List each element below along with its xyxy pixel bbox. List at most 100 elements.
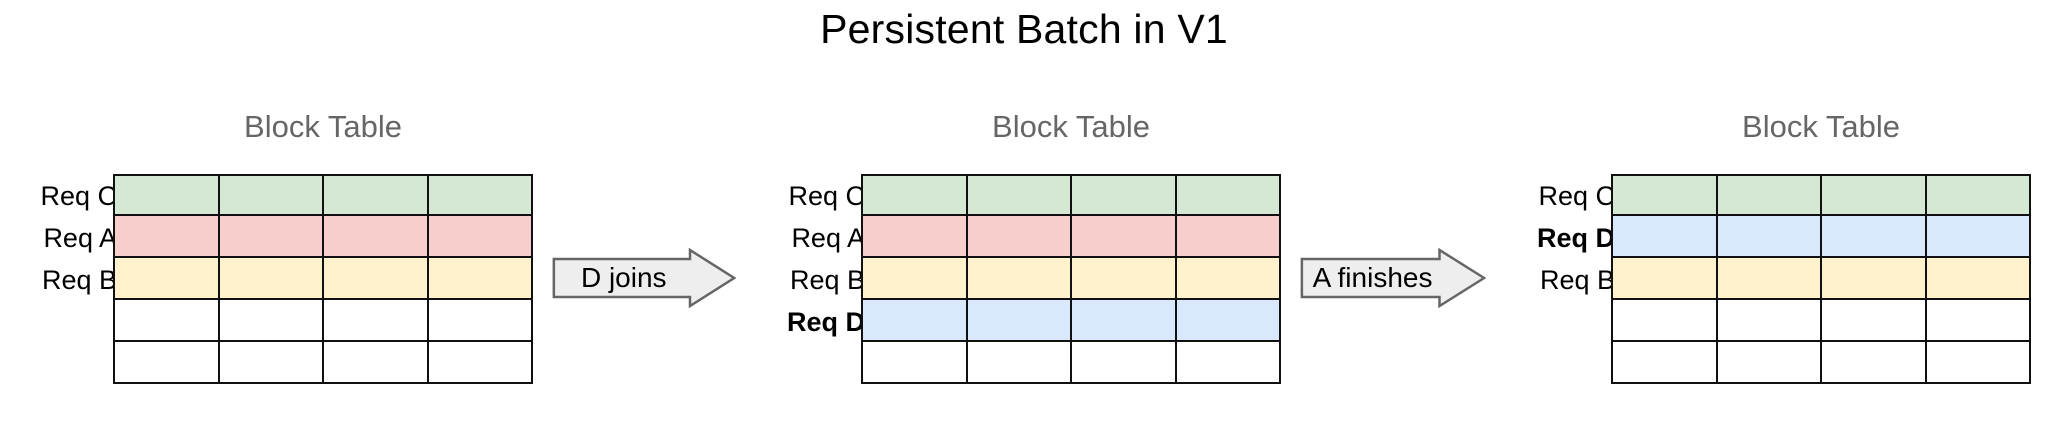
block-cell <box>1174 340 1281 384</box>
row-cells <box>1611 214 2031 260</box>
row-cells <box>861 256 1281 302</box>
block-cell <box>1715 174 1822 218</box>
row-cells <box>113 214 533 260</box>
row-cells <box>1611 174 2031 218</box>
block-table: Req C Req A Req B Req D <box>748 174 1293 386</box>
block-cell <box>861 256 968 300</box>
transition-arrow: D joins <box>552 248 736 308</box>
row-label: Req D <box>786 307 865 337</box>
row-cells <box>861 214 1281 260</box>
block-cell <box>322 298 429 342</box>
block-cell <box>1070 214 1177 258</box>
row-cells <box>113 174 533 218</box>
arrow-shape <box>1300 248 1486 308</box>
block-cell <box>1820 214 1927 258</box>
block-table: Req C Req A Req B <box>0 174 545 386</box>
block-cell <box>113 214 220 258</box>
block-cell <box>1611 298 1718 342</box>
block-cell <box>217 256 324 300</box>
block-cell <box>1070 298 1177 342</box>
block-cell <box>861 298 968 342</box>
block-cell <box>861 214 968 258</box>
row-label: Req B <box>789 265 865 295</box>
block-cell <box>965 174 1072 218</box>
block-table-heading: Block Table <box>992 109 1150 144</box>
block-cell <box>861 174 968 218</box>
row-cells <box>861 298 1281 344</box>
block-cell <box>1924 214 2031 258</box>
block-cell <box>217 340 324 384</box>
table-row <box>0 340 545 386</box>
row-label: Req C <box>40 181 117 211</box>
block-cell <box>1174 214 1281 258</box>
block-cell <box>322 256 429 300</box>
block-cell <box>1174 256 1281 300</box>
table-row: Req D <box>1498 214 2043 260</box>
block-cell <box>1924 298 2031 342</box>
block-cell <box>426 174 533 218</box>
block-cell <box>322 174 429 218</box>
block-cell <box>1611 214 1718 258</box>
row-cells <box>861 174 1281 218</box>
block-table: Req C Req D Req B <box>1498 174 2043 386</box>
block-cell <box>1924 340 2031 384</box>
row-cells <box>113 340 533 386</box>
table-row: Req B <box>748 256 1293 302</box>
page-title: Persistent Batch in V1 <box>820 6 1228 52</box>
table-row: Req A <box>748 214 1293 260</box>
row-label: Req A <box>791 223 865 253</box>
block-cell <box>113 340 220 384</box>
block-cell <box>1715 340 1822 384</box>
block-cell <box>1611 340 1718 384</box>
row-label: Req B <box>1539 265 1615 295</box>
block-cell <box>217 174 324 218</box>
block-cell <box>322 214 429 258</box>
block-cell <box>426 340 533 384</box>
row-cells <box>113 298 533 344</box>
block-cell <box>1611 256 1718 300</box>
block-cell <box>113 256 220 300</box>
block-table-heading: Block Table <box>244 109 402 144</box>
block-cell <box>426 298 533 342</box>
row-label <box>665 342 865 386</box>
table-row: Req C <box>0 174 545 218</box>
block-cell <box>426 214 533 258</box>
row-cells <box>1611 340 2031 386</box>
block-table-heading: Block Table <box>1742 109 1900 144</box>
row-cells <box>1611 298 2031 344</box>
block-cell <box>1820 174 1927 218</box>
table-row: Req B <box>1498 256 2043 302</box>
row-label <box>1415 342 1615 386</box>
table-row: Req C <box>748 174 1293 218</box>
block-cell <box>217 214 324 258</box>
table-row: Req A <box>0 214 545 260</box>
table-row <box>1498 298 2043 344</box>
row-label: Req B <box>41 265 117 295</box>
block-cell <box>1070 340 1177 384</box>
transition-arrow: A finishes <box>1300 248 1486 308</box>
block-cell <box>965 298 1072 342</box>
block-cell <box>1070 174 1177 218</box>
row-cells <box>113 256 533 302</box>
block-cell <box>1820 340 1927 384</box>
block-cell <box>1174 174 1281 218</box>
block-cell <box>965 256 1072 300</box>
table-row <box>748 340 1293 386</box>
block-cell <box>322 340 429 384</box>
block-cell <box>1715 256 1822 300</box>
block-cell <box>217 298 324 342</box>
row-cells <box>861 340 1281 386</box>
table-row: Req C <box>1498 174 2043 218</box>
table-row: Req B <box>0 256 545 302</box>
row-label <box>0 300 117 344</box>
block-cell <box>113 298 220 342</box>
block-cell <box>426 256 533 300</box>
row-label: Req D <box>1536 223 1615 253</box>
block-cell <box>1715 298 1822 342</box>
table-row <box>1498 340 2043 386</box>
row-label: Req A <box>43 223 117 253</box>
arrow-shape <box>552 248 736 308</box>
block-cell <box>113 174 220 218</box>
row-label: Req C <box>788 181 865 211</box>
